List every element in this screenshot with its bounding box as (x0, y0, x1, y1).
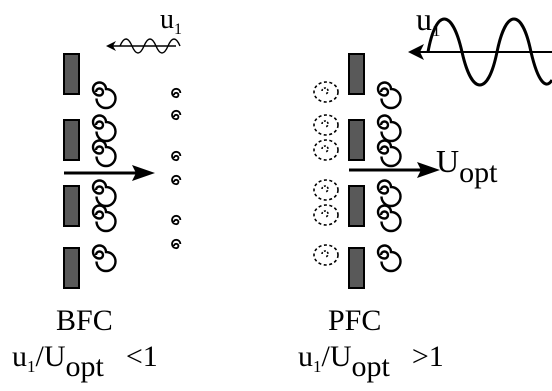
pfc-plate-2 (348, 119, 365, 161)
bfc-plate-4 (63, 247, 80, 289)
bfc-vortices-near (91, 81, 117, 273)
pfc-vortices-near (376, 81, 402, 273)
pfc-wave (408, 17, 552, 87)
pfc-flow-arrow (349, 162, 440, 178)
pfc-ratio: u1/Uopt>1 (298, 340, 444, 383)
bfc-wave-label: u1 (160, 4, 182, 38)
pfc-plate-1 (348, 53, 365, 95)
pfc-plate-3 (348, 185, 365, 227)
bfc-wave (106, 38, 181, 54)
bfc-plate-1 (63, 53, 80, 95)
pfc-plate-4 (348, 247, 365, 289)
pfc-panel: Uopt u1 PFC u1/Uopt>1 (298, 1, 552, 383)
pfc-dashed-vortices (313, 81, 339, 266)
pfc-wave-label: u1 (416, 1, 441, 40)
bfc-ratio: u1/Uopt<1 (12, 340, 158, 383)
bfc-label: BFC (56, 304, 113, 337)
bfc-plate-3 (63, 185, 80, 227)
pfc-flow-label: Uopt (436, 143, 498, 189)
bfc-vortices-far (171, 87, 182, 250)
bfc-flow-arrow (64, 165, 155, 181)
bfc-panel: u1 BFC u1/Uopt<1 (12, 4, 182, 383)
pfc-label: PFC (328, 304, 381, 337)
bfc-plate-2 (63, 119, 80, 161)
